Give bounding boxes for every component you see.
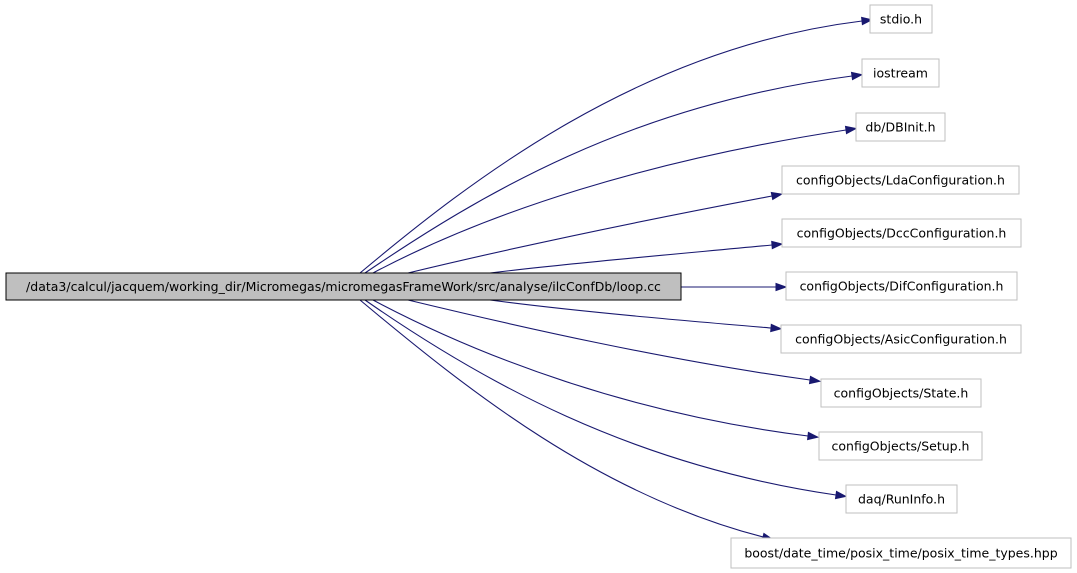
arrowhead-icon [844,125,858,135]
arrowhead-icon [770,191,784,201]
include-node-box [781,218,1022,248]
include-node-configobjects-asicconfiguration-h[interactable]: configObjects/AsicConfiguration.h [780,324,1022,354]
include-node-box [818,431,983,461]
arrowhead-icon [834,490,848,500]
arrowhead-icon [775,282,788,292]
root-node-label: /data3/calcul/jacquem/working_dir/Microm… [26,279,661,294]
include-node-label: db/DBInit.h [865,120,935,135]
root-node-box [5,272,682,301]
dependency-edges [359,16,874,542]
include-node-box [869,4,933,34]
include-node-box [820,378,982,408]
include-node-box [780,324,1022,354]
arrowhead-icon [861,16,874,26]
include-nodes: stdio.h iostream db/DBInit.h configObjects/… [730,4,1072,569]
include-node-configobjects-state-h[interactable]: configObjects/State.h [820,378,982,408]
include-node-configobjects-dccconfiguration-h[interactable]: configObjects/DccConfiguration.h [781,218,1022,248]
arrowhead-icon [770,323,783,333]
edge-to-boost-date-time-posix-time-posix-time-types-hpp [359,299,764,538]
include-node-stdio-h[interactable]: stdio.h [869,4,933,34]
include-node-configobjects-difconfiguration-h[interactable]: configObjects/DifConfiguration.h [785,271,1018,301]
include-node-label: stdio.h [880,12,922,27]
edge-to-db-dbinit-h [372,129,847,274]
include-node-db-dbinit-h[interactable]: db/DBInit.h [855,112,946,142]
include-node-label: configObjects/DifConfiguration.h [800,279,1004,294]
include-node-label: configObjects/State.h [834,386,969,401]
include-node-label: configObjects/DccConfiguration.h [797,226,1007,241]
edge-to-configobjects-asicconfiguration-h [489,299,772,329]
include-node-box [730,537,1072,569]
include-node-label: daq/RunInfo.h [858,492,945,507]
include-node-label: boost/date_time/posix_time/posix_time_ty… [744,546,1057,561]
edge-to-iostream [364,75,853,274]
include-node-daq-runinfo-h[interactable]: daq/RunInfo.h [845,484,958,514]
arrowhead-icon [807,431,820,441]
arrowhead-icon [850,71,864,81]
include-node-box [785,271,1018,301]
include-node-configobjects-setup-h[interactable]: configObjects/Setup.h [818,431,983,461]
edge-to-daq-runinfo-h [364,299,837,496]
include-node-label: configObjects/LdaConfiguration.h [796,173,1005,188]
include-node-configobjects-ldaconfiguration-h[interactable]: configObjects/LdaConfiguration.h [781,165,1020,195]
include-node-label: configObjects/AsicConfiguration.h [795,332,1007,347]
include-node-label: configObjects/Setup.h [832,439,970,454]
root-node-loop-cc[interactable]: /data3/calcul/jacquem/working_dir/Microm… [5,272,682,301]
include-node-box [861,58,940,88]
arrowhead-icon [808,375,822,385]
arrowhead-icon [771,240,784,250]
include-node-box [781,165,1020,195]
include-node-box [855,112,946,142]
edge-to-stdio-h [359,20,863,274]
edge-to-configobjects-ldaconfiguration-h [407,195,773,274]
edge-to-configobjects-state-h [407,299,811,381]
include-node-boost-date-time-posix-time-posix-time-types-hpp[interactable]: boost/date_time/posix_time/posix_time_ty… [730,537,1072,569]
include-node-box [845,484,958,514]
edge-to-configobjects-setup-h [372,299,809,437]
include-node-iostream[interactable]: iostream [861,58,940,88]
edge-to-configobjects-dccconfiguration-h [489,244,773,274]
include-node-label: iostream [873,66,928,81]
